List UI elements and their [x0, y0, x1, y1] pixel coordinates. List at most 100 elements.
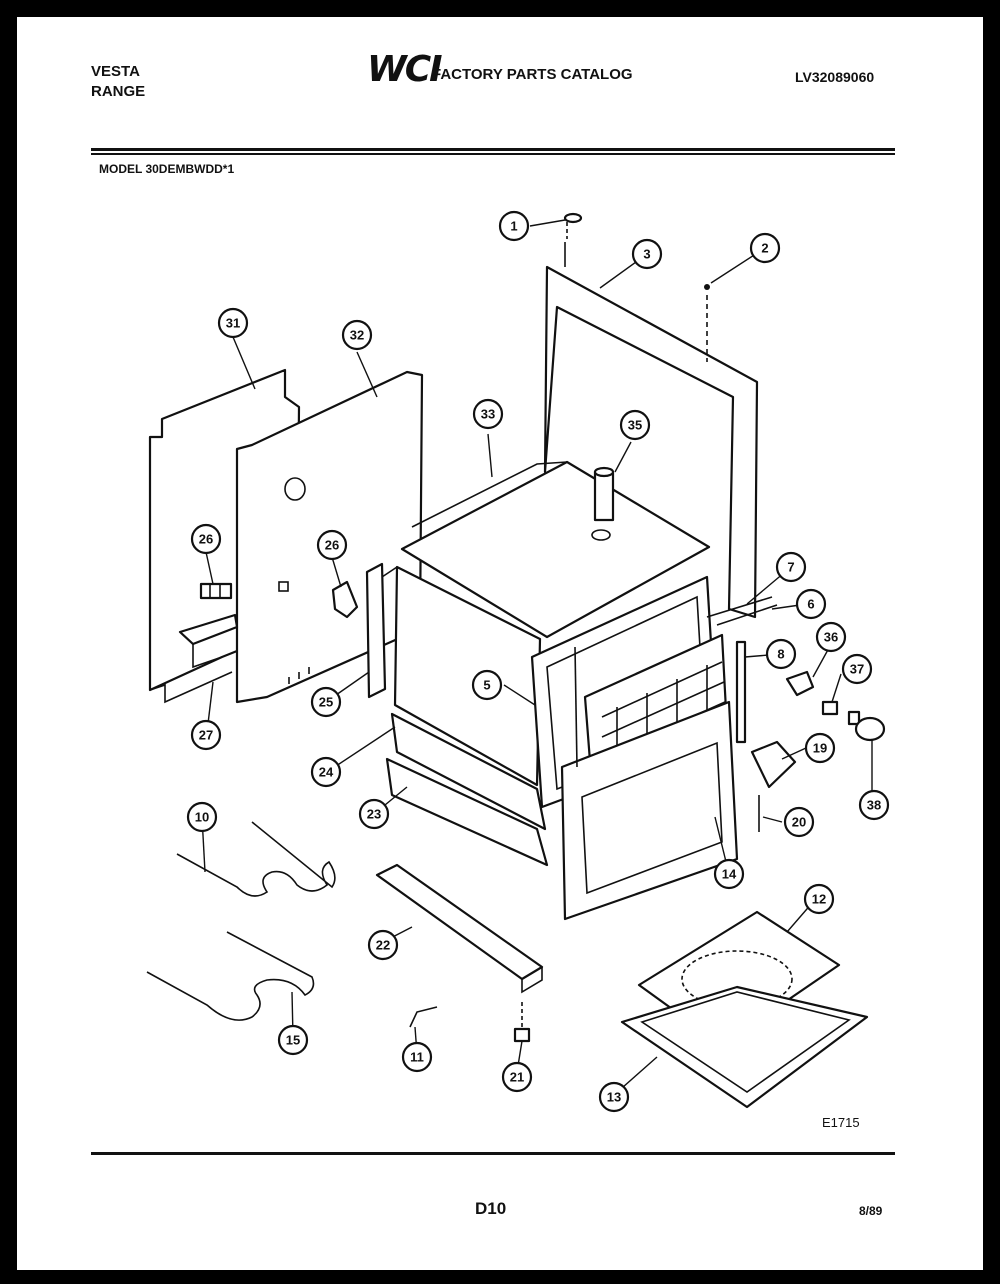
svg-text:38: 38	[867, 798, 881, 813]
svg-text:26: 26	[325, 538, 339, 553]
part-door-trim	[716, 604, 778, 626]
part-kick-panel	[375, 863, 544, 994]
callout-37: 37	[841, 653, 873, 685]
callout-2: 2	[749, 232, 781, 264]
svg-text:12: 12	[812, 892, 826, 907]
brand-line-1: VESTA	[91, 63, 140, 80]
part-oven-door	[560, 646, 739, 921]
catalog-sheet: VESTA RANGE WCI FACTORY PARTS CATALOG LV…	[17, 17, 983, 1270]
part-door-seal	[706, 596, 773, 618]
catalog-date: 8/89	[859, 1204, 883, 1218]
svg-text:8: 8	[777, 647, 784, 662]
svg-text:3: 3	[643, 247, 650, 262]
part-side-strip	[735, 640, 747, 744]
svg-text:1: 1	[510, 219, 517, 234]
part-drip-tray	[385, 757, 549, 867]
callout-6: 6	[795, 588, 827, 620]
callout-23: 23	[358, 798, 390, 830]
svg-text:37: 37	[850, 662, 864, 677]
callout-19: 19	[804, 732, 836, 764]
callout-22: 22	[367, 929, 399, 961]
svg-text:23: 23	[367, 807, 381, 822]
svg-text:31: 31	[226, 316, 240, 331]
part-terminal-block	[199, 582, 233, 600]
callout-26a: 26	[190, 523, 222, 555]
callout-35: 35	[619, 409, 651, 441]
callout-24: 24	[310, 756, 342, 788]
callout-38: 38	[858, 789, 890, 821]
part-oven-top	[400, 460, 711, 639]
callout-10: 10	[186, 801, 218, 833]
part-bake-element	[176, 821, 336, 897]
callout-31: 31	[217, 307, 249, 339]
part-bracket	[178, 613, 239, 669]
brand-line-2: RANGE	[91, 83, 146, 100]
callout-26b: 26	[316, 529, 348, 561]
svg-text:32: 32	[350, 328, 364, 343]
part-screw	[563, 212, 583, 239]
callout-14: 14	[713, 858, 745, 890]
catalog-title: FACTORY PARTS CATALOG	[432, 66, 633, 83]
svg-text:20: 20	[792, 815, 806, 830]
callout-36: 36	[815, 621, 847, 653]
svg-text:33: 33	[481, 407, 495, 422]
part-screw-small	[704, 284, 710, 290]
part-oven-bottom	[390, 712, 547, 831]
svg-text:25: 25	[319, 695, 333, 710]
svg-text:2: 2	[761, 241, 768, 256]
callout-3: 3	[631, 238, 663, 270]
part-lamp-socket	[785, 670, 815, 697]
exploded-parts-diagram: 1 2 3 5 6 7 8 10 11 12 13 14 15 19 20 21…	[146, 210, 890, 1113]
callout-5: 5	[471, 669, 503, 701]
svg-text:15: 15	[286, 1033, 300, 1048]
page-number: D10	[475, 1199, 507, 1218]
svg-text:35: 35	[628, 418, 642, 433]
diagram-code: E1715	[822, 1115, 860, 1130]
svg-text:10: 10	[195, 810, 209, 825]
callout-25: 25	[310, 686, 342, 718]
callout-27: 27	[190, 719, 222, 751]
svg-text:19: 19	[813, 741, 827, 756]
part-leveling-foot	[513, 1002, 531, 1043]
footer-rule	[91, 1152, 895, 1155]
part-wire	[409, 1006, 438, 1028]
svg-text:26: 26	[199, 532, 213, 547]
part-lamp-nut	[821, 700, 839, 716]
part-side-panel	[543, 242, 759, 619]
part-oven-liner	[381, 565, 542, 787]
svg-text:21: 21	[510, 1070, 524, 1085]
part-broil-element	[146, 931, 315, 1021]
svg-text:14: 14	[722, 867, 737, 882]
callout-20: 20	[783, 806, 815, 838]
svg-text:11: 11	[410, 1050, 424, 1065]
part-vent-tube	[591, 466, 615, 541]
part-clip	[331, 580, 359, 619]
header-rule-top	[91, 148, 895, 151]
part-broiler-pan	[620, 985, 869, 1109]
model-number: MODEL 30DEMBWDD*1	[99, 162, 235, 176]
callout-8: 8	[765, 638, 797, 670]
part-light-bulb	[847, 710, 886, 742]
wci-logo: WCI	[367, 49, 443, 90]
svg-text:24: 24	[319, 765, 334, 780]
svg-text:7: 7	[787, 560, 794, 575]
callout-13: 13	[598, 1081, 630, 1113]
svg-text:13: 13	[607, 1090, 621, 1105]
part-gasket-strip	[365, 562, 387, 699]
callout-11: 11	[401, 1041, 433, 1073]
callout-15: 15	[277, 1024, 309, 1056]
callout-12: 12	[803, 883, 835, 915]
part-door-hinge	[750, 740, 797, 789]
callout-7: 7	[775, 551, 807, 583]
callout-1: 1	[498, 210, 530, 242]
svg-text:27: 27	[199, 728, 213, 743]
callout-32: 32	[341, 319, 373, 351]
svg-text:6: 6	[807, 597, 814, 612]
svg-text:36: 36	[824, 630, 838, 645]
callout-33: 33	[472, 398, 504, 430]
callout-21: 21	[501, 1061, 533, 1093]
header-rule-bottom	[91, 153, 895, 155]
catalog-number: LV32089060	[795, 69, 875, 85]
svg-text:22: 22	[376, 938, 390, 953]
svg-text:5: 5	[483, 678, 490, 693]
